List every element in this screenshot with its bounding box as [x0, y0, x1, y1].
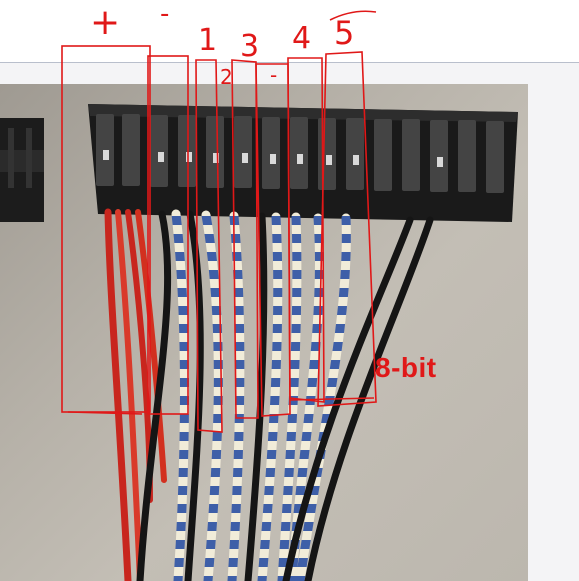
bracket-plus [61, 45, 151, 413]
bracket-5 [317, 51, 377, 407]
bracket-3 [255, 63, 291, 417]
bracket-4 [287, 57, 325, 403]
bracket-minus [147, 55, 189, 415]
bracket-1 [195, 59, 223, 433]
handwritten-labels: + - 1 2 3 - 4 5 [90, 0, 354, 89]
label-minus: - [160, 0, 169, 29]
left-connector [0, 118, 44, 222]
label-5: 5 [334, 14, 354, 52]
frame-divider [0, 62, 579, 63]
main-connector [88, 104, 518, 222]
label-1: 1 [198, 23, 217, 58]
bit-depth-label: 8-bit [375, 352, 437, 383]
bracket-2 [231, 59, 259, 419]
bracket-base [67, 411, 143, 415]
wire-bundle [104, 208, 434, 581]
label-2: 2 [220, 65, 233, 89]
annotation-brackets [61, 45, 377, 433]
label-minus-2: - [270, 63, 277, 87]
label-5-stroke [329, 10, 377, 21]
label-plus: + [90, 2, 120, 43]
label-4: 4 [292, 21, 311, 56]
label-3: 3 [240, 29, 259, 64]
bracket-base-right [289, 397, 375, 401]
